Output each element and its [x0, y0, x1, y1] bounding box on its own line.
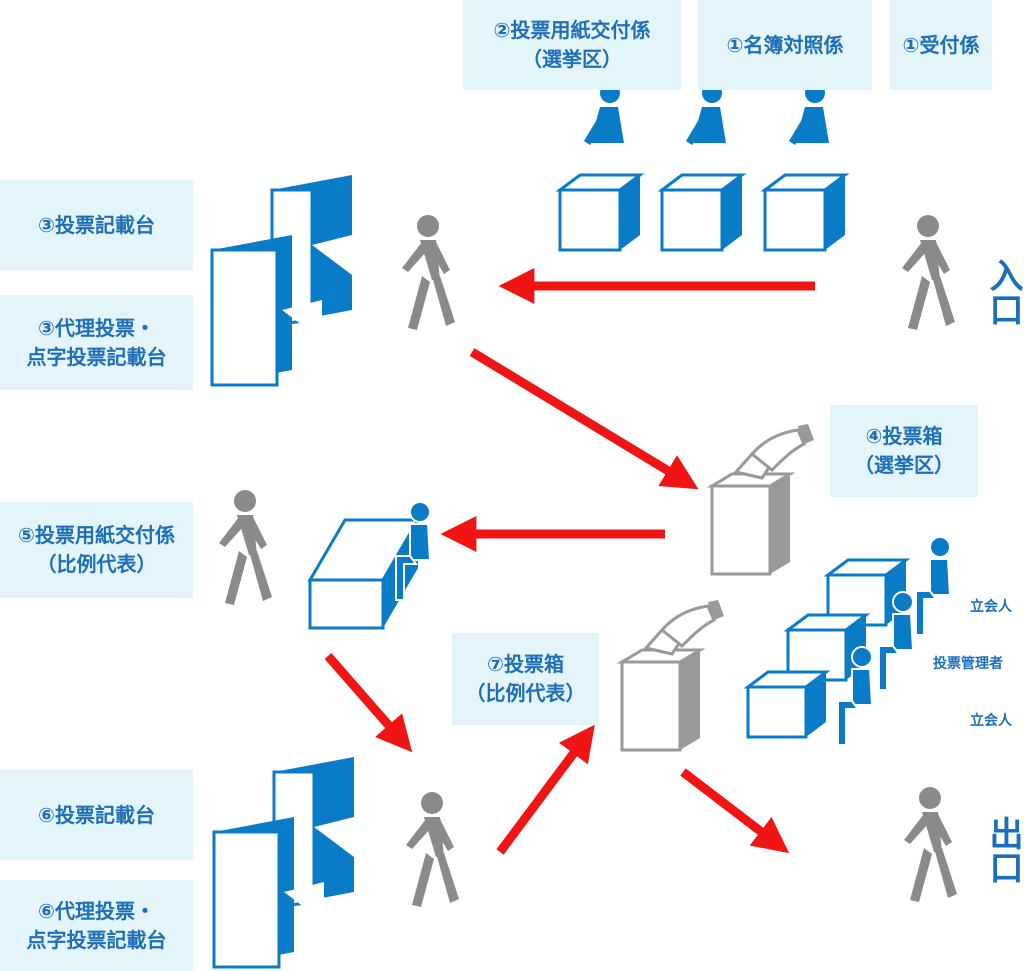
arrow-booth-to-ballot-box [469, 348, 699, 490]
writing-booth-icon [210, 173, 354, 387]
arrow-booth-to-pr-box [496, 724, 595, 855]
arrow-pr-box-to-exit [680, 768, 790, 854]
pr-issue-desk-icon [307, 501, 431, 630]
writing-booth-icon [212, 755, 356, 969]
ballot-box-pr-label: ⑦投票箱 （比例代表） [452, 633, 599, 725]
ballot-issue-district-label: ②投票用紙交付係 （選挙区） [463, 0, 681, 90]
staff-person-icon [584, 83, 624, 145]
proxy-desk-2-label: ⑥代理投票・ 点字投票記載台 [0, 880, 193, 971]
roster-check-label: ①名簿対照係 [698, 0, 872, 90]
ballot-box-district-icon [710, 422, 816, 576]
exit-label: 出口 [983, 816, 1023, 884]
arrow-pr-issue-to-booth [324, 653, 413, 753]
ballot-box-pr-icon [620, 598, 726, 752]
officials-desks-icon [743, 536, 951, 746]
witness-label: 立会人 [970, 599, 1012, 615]
proxy-desk-1-label: ③代理投票・ 点字投票記載台 [0, 295, 193, 390]
voter-walking-icon [219, 490, 272, 605]
desk-icon [660, 173, 744, 252]
reception-label: ①受付係 [890, 0, 992, 90]
entrance-label: 入口 [983, 258, 1023, 326]
staff-person-icon [686, 83, 726, 145]
voter-walking-icon [904, 787, 957, 902]
flow-arrows [324, 268, 815, 855]
writing-desk-1-label: ③投票記載台 [0, 180, 193, 270]
ballot-issue-pr-label: ⑤投票用紙交付係 （比例代表） [0, 502, 193, 598]
staff-person-icon [789, 83, 829, 145]
voter-walking-icon [902, 215, 955, 330]
witness-label: 立会人 [970, 713, 1012, 729]
voter-walking-icon [406, 792, 459, 907]
voter-walking-icon [402, 215, 455, 330]
ballot-box-district-label: ④投票箱 （選挙区） [830, 405, 978, 497]
reception-desks [558, 83, 847, 252]
manager-label: 投票管理者 [933, 656, 1003, 672]
desk-icon [558, 173, 642, 252]
desk-icon [763, 173, 847, 252]
writing-desk-2-label: ⑥投票記載台 [0, 770, 193, 860]
